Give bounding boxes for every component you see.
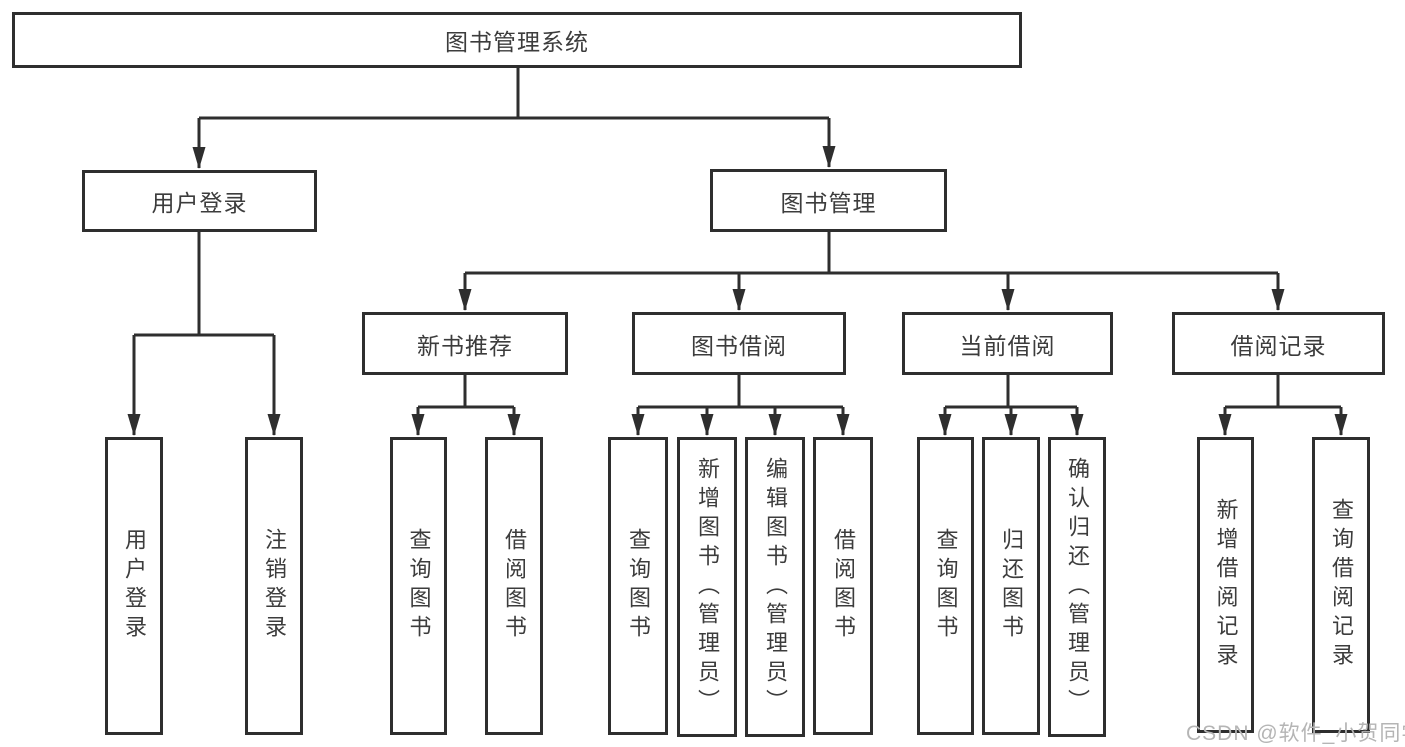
node-new-book-recommend: 新书推荐 [362, 312, 568, 375]
node-current-borrow: 当前借阅 [902, 312, 1113, 375]
leaf-confirm-return-admin-label: 确认归还（管理员） [1065, 456, 1090, 718]
leaf-query-borrow-record-label: 查询借阅记录 [1329, 498, 1354, 672]
leaf-current-query-books-label: 查询图书 [933, 528, 959, 644]
leaf-borrow-books: 借阅图书 [813, 437, 873, 735]
leaf-add-borrow-record: 新增借阅记录 [1197, 437, 1254, 733]
leaf-add-books-admin-label: 新增图书（管理员） [695, 456, 720, 718]
leaf-recommend-query-books: 查询图书 [390, 437, 447, 735]
node-user-login: 用户登录 [82, 170, 317, 232]
leaf-current-query-books: 查询图书 [917, 437, 974, 735]
leaf-edit-books-admin-label: 编辑图书（管理员） [763, 456, 788, 718]
leaf-user-login: 用户登录 [105, 437, 163, 735]
leaf-query-borrow-record: 查询借阅记录 [1312, 437, 1370, 733]
leaf-recommend-borrow-books: 借阅图书 [485, 437, 543, 735]
node-book-borrow-label: 图书借阅 [691, 332, 787, 359]
node-book-management-label: 图书管理 [780, 189, 877, 216]
leaf-borrow-books-label: 借阅图书 [831, 528, 856, 644]
leaf-add-books-admin: 新增图书（管理员） [677, 437, 737, 737]
leaf-borrow-query-books-label: 查询图书 [626, 528, 651, 644]
leaf-logout: 注销登录 [245, 437, 303, 735]
leaf-user-login-label: 用户登录 [122, 528, 147, 644]
node-book-borrow: 图书借阅 [632, 312, 846, 375]
node-book-management: 图书管理 [710, 169, 947, 232]
node-borrow-records-label: 借阅记录 [1230, 332, 1327, 359]
leaf-return-books-label: 归还图书 [999, 528, 1024, 644]
leaf-recommend-query-books-label: 查询图书 [406, 528, 432, 644]
node-user-login-label: 用户登录 [151, 190, 248, 216]
leaf-borrow-query-books: 查询图书 [608, 437, 668, 735]
leaf-return-books: 归还图书 [982, 437, 1040, 735]
node-root-system: 图书管理系统 [12, 12, 1022, 68]
node-current-borrow-label: 当前借阅 [959, 332, 1056, 359]
leaf-logout-label: 注销登录 [262, 528, 287, 644]
node-borrow-records: 借阅记录 [1172, 312, 1385, 375]
node-root-label: 图书管理系统 [445, 29, 589, 55]
node-new-book-recommend-label: 新书推荐 [417, 332, 513, 359]
csdn-watermark: CSDN @软件_小贺同学 [1186, 722, 1405, 745]
leaf-confirm-return-admin: 确认归还（管理员） [1048, 437, 1106, 737]
leaf-recommend-borrow-books-label: 借阅图书 [502, 528, 527, 644]
leaf-edit-books-admin: 编辑图书（管理员） [745, 437, 805, 737]
leaf-add-borrow-record-label: 新增借阅记录 [1213, 498, 1239, 672]
